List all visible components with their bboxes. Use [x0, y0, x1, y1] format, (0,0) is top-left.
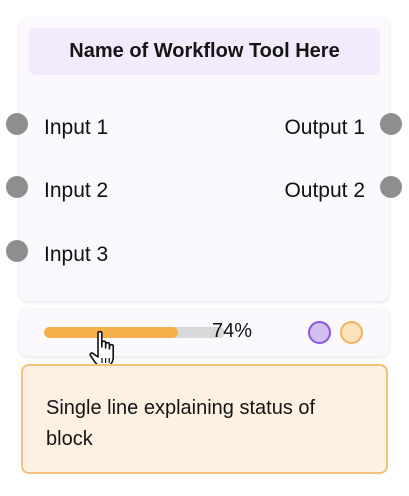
progress-card: 74%: [20, 309, 389, 356]
input-handle-1[interactable]: [6, 113, 28, 135]
status-message: Single line explaining status of block: [46, 397, 316, 450]
input-handle-3[interactable]: [6, 240, 28, 262]
output-label-1: Output 1: [284, 116, 365, 139]
port-row-1: Input 1 Output 1: [20, 113, 389, 143]
progress-fill: [44, 327, 178, 338]
status-dot-purple[interactable]: [308, 321, 331, 344]
node-title: Name of Workflow Tool Here: [69, 40, 340, 62]
input-handle-2[interactable]: [6, 176, 28, 198]
status-dot-orange[interactable]: [340, 321, 363, 344]
output-handle-2[interactable]: [380, 176, 402, 198]
input-label-1: Input 1: [44, 116, 109, 139]
status-message-box: Single line explaining status of block: [21, 364, 388, 474]
output-handle-1[interactable]: [380, 113, 402, 135]
hand-pointer-icon: [89, 330, 114, 368]
progress-percent: 74%: [212, 320, 253, 342]
port-row-3: Input 3: [20, 240, 389, 270]
port-row-2: Input 2 Output 2: [20, 176, 389, 206]
input-label-3: Input 3: [44, 243, 109, 266]
node-header: Name of Workflow Tool Here: [29, 28, 380, 75]
output-label-2: Output 2: [284, 179, 365, 202]
progress-track[interactable]: [44, 327, 225, 338]
input-label-2: Input 2: [44, 179, 109, 202]
workflow-node[interactable]: Name of Workflow Tool Here Input 1 Outpu…: [20, 18, 389, 301]
